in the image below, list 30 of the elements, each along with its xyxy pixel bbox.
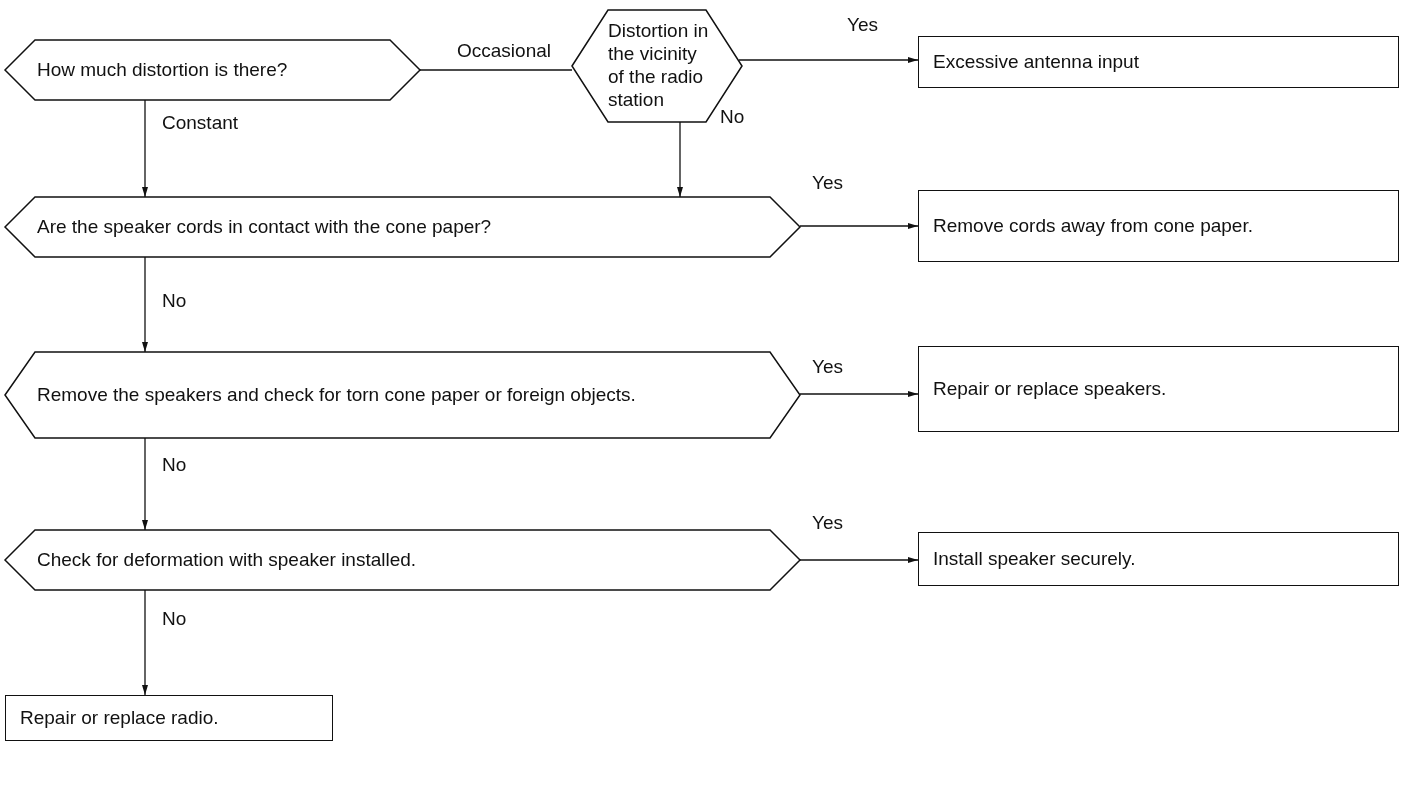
decision-hexagon xyxy=(5,352,800,438)
node-text: Check for deformation with speaker installed. xyxy=(37,548,417,572)
connector-line xyxy=(419,69,573,71)
arrow xyxy=(799,223,919,229)
node-text: Repair or replace radio. xyxy=(20,706,219,730)
node-text: Excessive antenna input xyxy=(933,50,1139,74)
decision-hexagon xyxy=(5,40,420,100)
arrow xyxy=(142,589,148,696)
process-box xyxy=(5,695,333,741)
node-text: Repair or replace speakers. xyxy=(933,377,1167,401)
arrow xyxy=(142,256,148,353)
node-text: Distortion in the vicinity of the radio station xyxy=(608,20,710,112)
arrow xyxy=(142,437,148,531)
process-box xyxy=(918,532,1399,586)
process-box xyxy=(918,190,1399,262)
arrow xyxy=(738,57,919,63)
decision-hexagon xyxy=(572,10,742,122)
arrow xyxy=(142,99,148,198)
process-box xyxy=(918,36,1399,88)
decision-hexagon xyxy=(5,197,800,257)
node-text: Remove the speakers and check for torn cone paper or foreign objects. xyxy=(37,383,636,407)
decision-hexagon xyxy=(5,530,800,590)
node-text: Install speaker securely. xyxy=(933,547,1136,571)
arrow xyxy=(677,121,683,198)
arrow xyxy=(799,557,919,563)
node-text: Remove cords away from cone paper. xyxy=(933,214,1253,238)
node-text: Are the speaker cords in contact with the cone paper? xyxy=(37,215,492,239)
node-text: How much distortion is there? xyxy=(37,58,288,82)
process-box xyxy=(918,346,1399,432)
arrow xyxy=(799,391,919,397)
